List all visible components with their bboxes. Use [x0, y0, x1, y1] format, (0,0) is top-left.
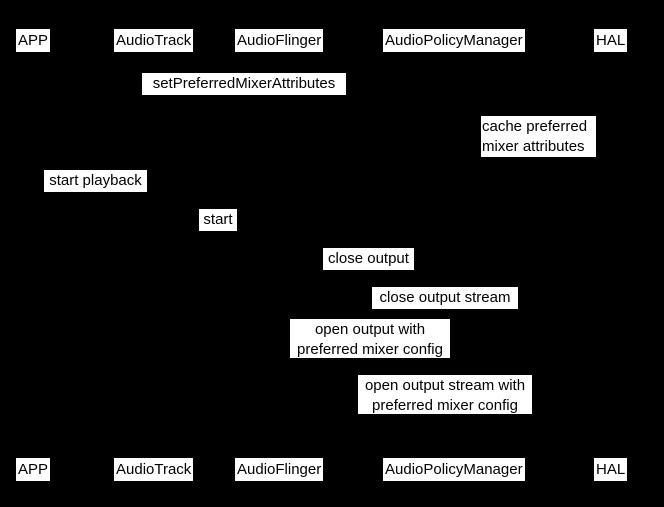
arrow-head-icon — [449, 355, 456, 363]
message-label-line: preferred mixer config — [297, 341, 443, 358]
lifeline-footer-apm[interactable]: AudioPolicyManager — [383, 458, 525, 481]
lifeline-footer-app[interactable]: APP — [16, 458, 51, 481]
arrow-head-icon — [449, 267, 456, 275]
lifeline-header-hal[interactable]: HAL — [594, 29, 628, 52]
lifeline-footer-hal[interactable]: HAL — [594, 458, 628, 481]
message-label-m7[interactable]: open output with preferred mixer config — [290, 319, 450, 358]
self-message-arrow-m2 — [456, 133, 496, 134]
message-label-m8[interactable]: open output stream with preferred mixer c… — [358, 375, 532, 414]
message-label-line: open output with — [314, 321, 426, 338]
lifeline-header-at[interactable]: AudioTrack — [114, 29, 194, 52]
message-label-m1[interactable]: setPreferredMixerAttributes — [142, 73, 346, 95]
arrow-head-icon — [273, 228, 280, 236]
lifeline-app — [35, 52, 36, 455]
message-label-line: mixer attributes — [482, 138, 585, 155]
arrow-head-icon — [449, 92, 456, 100]
message-label-m3[interactable]: start playback — [44, 170, 147, 192]
message-label-m4[interactable]: start — [199, 209, 237, 231]
arrow-head-icon — [603, 306, 610, 314]
message-label-m2[interactable]: cache preferred mixer attributes — [481, 116, 596, 157]
message-arrow-m8 — [456, 414, 610, 415]
lifeline-af — [280, 52, 281, 455]
lifeline-header-app[interactable]: APP — [16, 29, 51, 52]
message-label-line: preferred mixer config — [372, 397, 518, 414]
lifeline-header-apm[interactable]: AudioPolicyManager — [383, 29, 525, 52]
message-label-line: close output stream — [379, 289, 511, 306]
self-message-arrow-return-m2 — [456, 157, 496, 158]
arrow-head-icon — [149, 189, 156, 197]
lifeline-footer-af[interactable]: AudioFlinger — [235, 458, 324, 481]
lifeline-at — [156, 52, 157, 455]
message-arrow-m1 — [35, 95, 456, 96]
lifeline-header-af[interactable]: AudioFlinger — [235, 29, 324, 52]
lifeline-footer-at[interactable]: AudioTrack — [114, 458, 194, 481]
lifeline-hal — [610, 52, 611, 455]
message-arrow-m6 — [456, 309, 610, 310]
message-arrow-m7 — [280, 358, 456, 359]
message-arrow-m3 — [35, 192, 156, 193]
message-label-line: setPreferredMixerAttributes — [152, 75, 336, 92]
message-label-line: close output — [328, 250, 409, 267]
message-label-line: open output stream with — [364, 377, 526, 394]
arrow-head-icon — [603, 411, 610, 419]
message-label-m5[interactable]: close output — [323, 248, 414, 270]
lifeline-apm — [456, 52, 457, 455]
message-arrow-m5 — [280, 270, 456, 271]
message-arrow-m4 — [156, 231, 280, 232]
message-label-m6[interactable]: close output stream — [372, 287, 518, 309]
message-label-line: start — [203, 211, 233, 228]
message-label-line: cache preferred — [482, 118, 588, 135]
message-label-line: start playback — [49, 172, 142, 189]
arrow-head-icon — [456, 154, 463, 162]
